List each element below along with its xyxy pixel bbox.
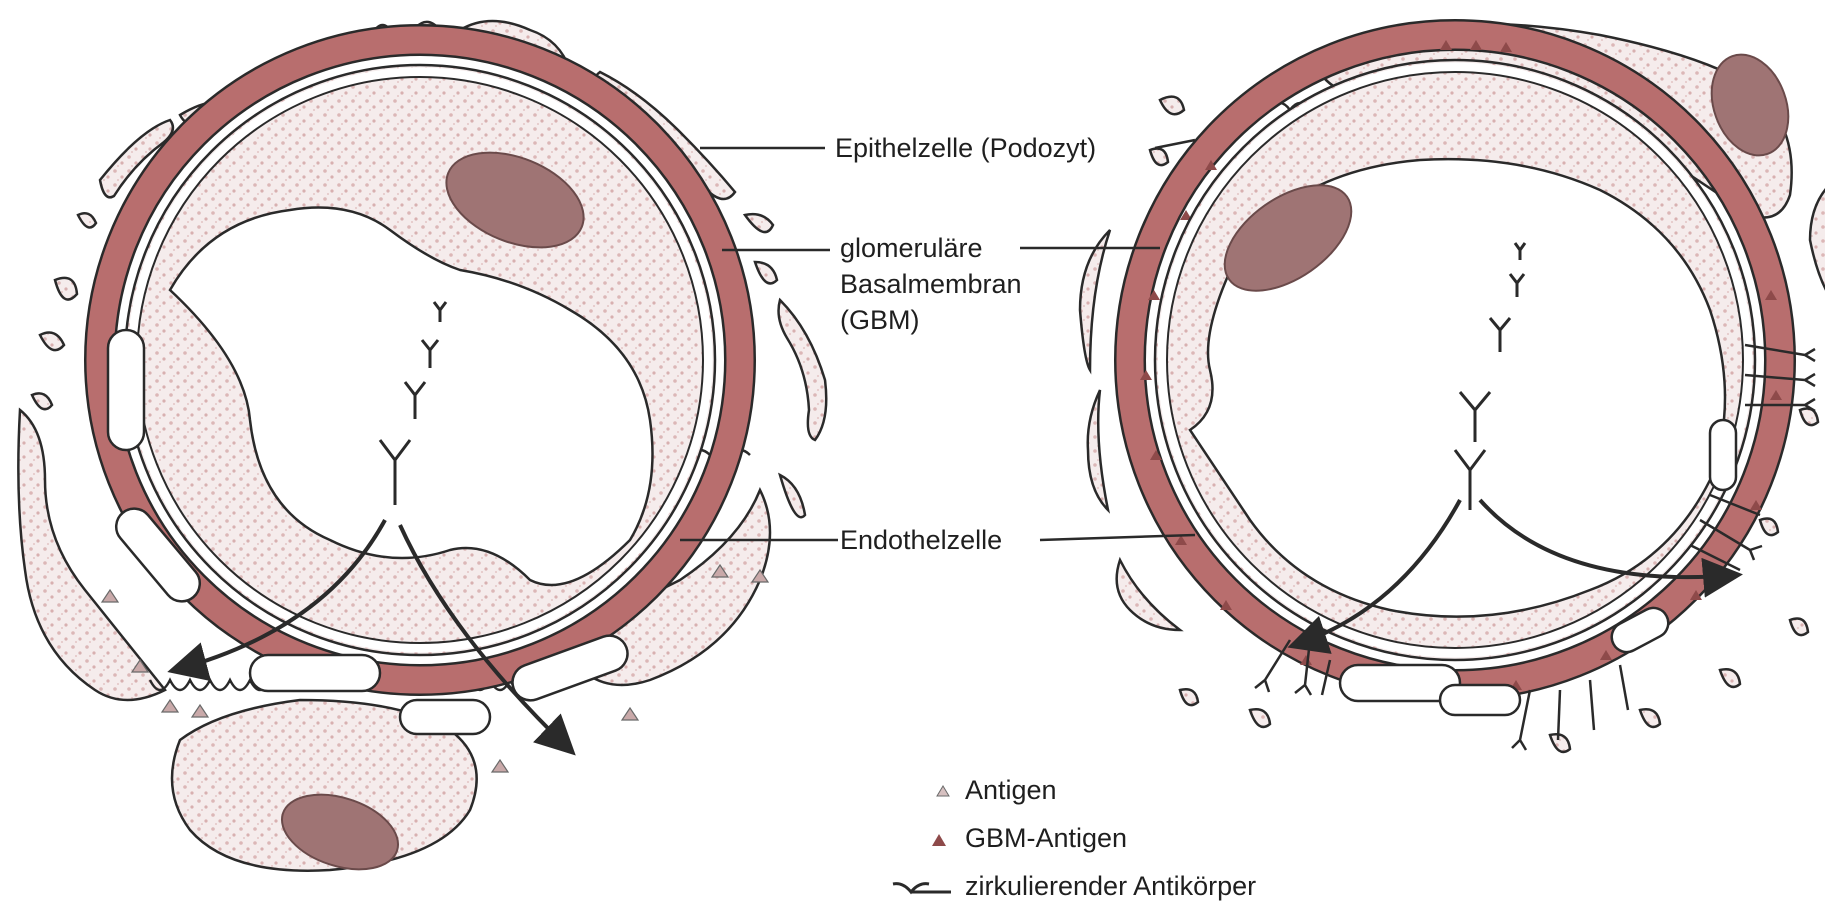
legend-antibody: zirkulierender Antikörper: [965, 870, 1256, 902]
label-gbm-line3: (GBM): [840, 304, 919, 336]
label-endothelzelle: Endothelzelle: [840, 524, 1002, 556]
right-capillary: [1080, 24, 1825, 752]
legend-antigen-icon: [937, 786, 949, 796]
label-gbm-line1: glomeruläre: [840, 232, 983, 264]
legend-gbm-antigen-icon: [932, 834, 946, 846]
legend-antigen: Antigen: [965, 774, 1057, 806]
label-epithelzelle: Epithelzelle (Podozyt): [835, 132, 1096, 164]
label-gbm-line2: Basalmembran: [840, 268, 1022, 300]
legend-antibody-icon: [893, 884, 951, 892]
left-capillary: [18, 21, 826, 883]
legend-symbols: [893, 786, 951, 892]
legend-gbm-antigen: GBM-Antigen: [965, 822, 1127, 854]
